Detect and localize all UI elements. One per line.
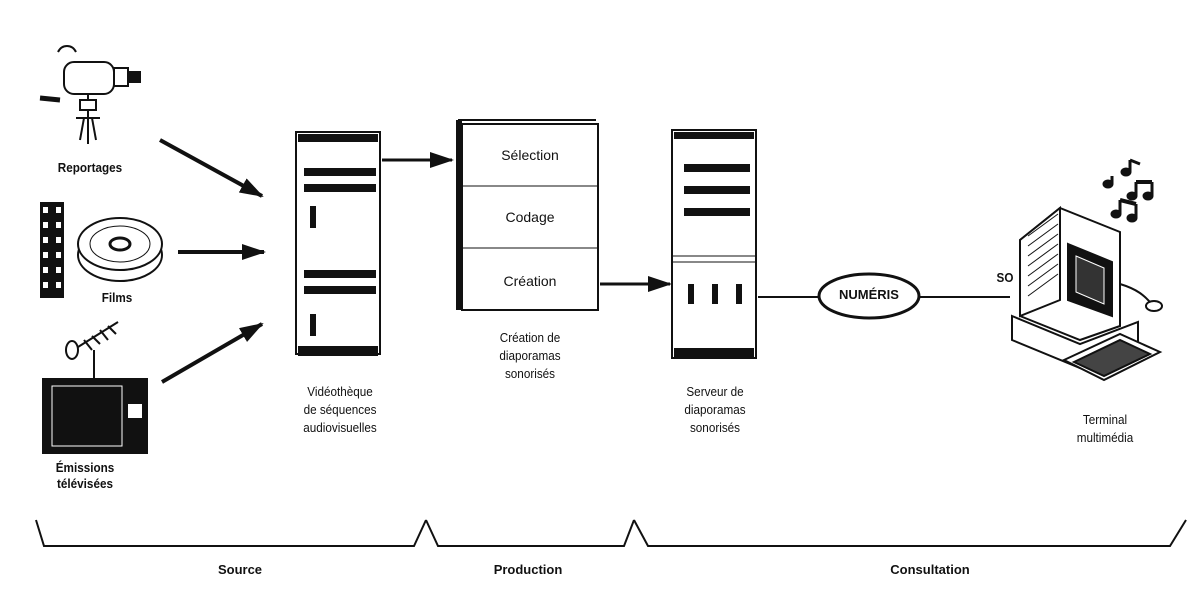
- arrow-reportages: [159, 138, 264, 198]
- label-serveur-1: Serveur de: [686, 384, 744, 399]
- section-label-consultation: Consultation: [890, 562, 970, 577]
- label-reportages: Reportages: [57, 160, 123, 175]
- label-videotheque-2: de séquences: [303, 402, 377, 417]
- television-icon: [42, 321, 148, 454]
- step-selection: Sélection: [501, 147, 559, 163]
- step-codage: Codage: [505, 209, 555, 225]
- label-numeris: NUMÉRIS: [839, 287, 899, 302]
- step-creation: Création: [503, 273, 557, 289]
- section-brace-source: [35, 519, 427, 547]
- label-emissions-2: télévisées: [57, 476, 113, 491]
- section-brace-production: [425, 519, 635, 547]
- section-brace-consultation: [633, 519, 1187, 547]
- section-label-production: Production: [493, 562, 563, 577]
- label-terminal-2: multimédia: [1076, 430, 1134, 445]
- label-emissions-1: Émissions: [55, 460, 115, 475]
- label-terminal-1: Terminal: [1082, 412, 1128, 427]
- label-so: SO: [996, 270, 1014, 285]
- label-production-3: sonorisés: [504, 366, 556, 381]
- computer-terminal-icon: [1011, 205, 1163, 382]
- label-serveur-2: diaporamas: [684, 402, 746, 417]
- label-production-2: diaporamas: [499, 348, 561, 363]
- production-stack: [456, 119, 599, 311]
- label-videotheque-1: Vidéothèque: [307, 384, 373, 399]
- arrow-emissions: [160, 322, 264, 384]
- serveur-cabinet: [671, 129, 757, 359]
- film-reel-icon: [40, 202, 163, 298]
- music-notes-icon: [1102, 158, 1154, 223]
- label-films: Films: [101, 290, 133, 305]
- section-label-source: Source: [217, 562, 263, 577]
- label-serveur-3: sonorisés: [689, 420, 741, 435]
- video-camera-icon: [39, 45, 141, 144]
- label-production-1: Création de: [499, 330, 561, 345]
- videotheque-cabinet: [295, 131, 381, 356]
- label-videotheque-3: audiovisuelles: [303, 420, 377, 435]
